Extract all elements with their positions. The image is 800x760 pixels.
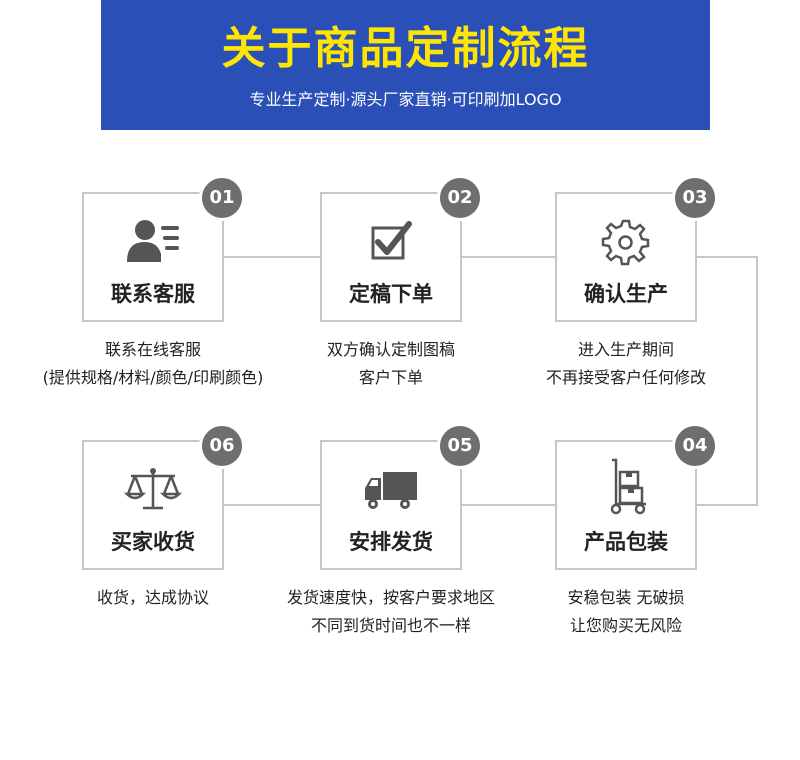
- customer-service-icon: [127, 220, 179, 262]
- step-desc-line: 进入生产期间: [577, 340, 674, 359]
- step-desc-line: (提供规格/材料/颜色/印刷颜色): [42, 368, 264, 387]
- step-desc-line: 收货，达成协议: [96, 588, 209, 607]
- step-description-03: 进入生产期间 不再接受客户任何修改: [481, 336, 771, 392]
- step-badge-01: 01: [199, 175, 245, 221]
- scales-icon: [123, 468, 183, 510]
- banner-title: 关于商品定制流程: [221, 23, 590, 74]
- step-box-05: 安排发货: [320, 440, 462, 570]
- step-badge-06: 06: [199, 423, 245, 469]
- step-desc-line: 安稳包装 无破损: [567, 588, 685, 607]
- step-box-03: 确认生产: [555, 192, 697, 322]
- step-box-04: 产品包装: [555, 440, 697, 570]
- step-label-06: 买家收货: [111, 530, 195, 554]
- step-desc-line: 发货速度快，按客户要求地区: [286, 588, 495, 607]
- step-description-05: 发货速度快，按客户要求地区 不同到货时间也不一样: [246, 584, 536, 640]
- hand-truck-icon: [610, 458, 646, 515]
- step-badge-04: 04: [672, 423, 718, 469]
- step-desc-line: 客户下单: [358, 368, 423, 387]
- step-label-03: 确认生产: [584, 282, 668, 306]
- step-desc-line: 不再接受客户任何修改: [545, 368, 706, 387]
- step-description-04: 安稳包装 无破损 让您购买无风险: [481, 584, 771, 640]
- step-badge-02: 02: [437, 175, 483, 221]
- delivery-truck-icon: [365, 472, 417, 509]
- step-label-01: 联系客服: [111, 282, 195, 306]
- step-desc-line: 不同到货时间也不一样: [310, 616, 471, 635]
- step-box-02: 定稿下单: [320, 192, 462, 322]
- connector-3-4: [697, 256, 758, 506]
- step-description-06: 收货，达成协议: [8, 584, 298, 612]
- step-label-05: 安排发货: [349, 530, 433, 554]
- step-label-04: 产品包装: [584, 530, 668, 554]
- banner-subtitle: 专业生产定制·源头厂家直销·可印刷加LOGO: [249, 90, 562, 109]
- step-description-01: 联系在线客服 (提供规格/材料/颜色/印刷颜色): [8, 336, 298, 392]
- step-desc-line: 让您购买无风险: [569, 616, 682, 635]
- step-desc-line: 双方确认定制图稿: [326, 340, 455, 359]
- checkbox-icon: [371, 221, 412, 260]
- gear-icon: [601, 219, 650, 266]
- step-badge-03: 03: [672, 175, 718, 221]
- header-banner: 关于商品定制流程 专业生产定制·源头厂家直销·可印刷加LOGO: [101, 0, 710, 130]
- step-box-06: 买家收货: [82, 440, 224, 570]
- step-description-02: 双方确认定制图稿 客户下单: [246, 336, 536, 392]
- step-badge-05: 05: [437, 423, 483, 469]
- step-desc-line: 联系在线客服: [104, 340, 201, 359]
- step-label-02: 定稿下单: [349, 282, 433, 306]
- step-box-01: 联系客服: [82, 192, 224, 322]
